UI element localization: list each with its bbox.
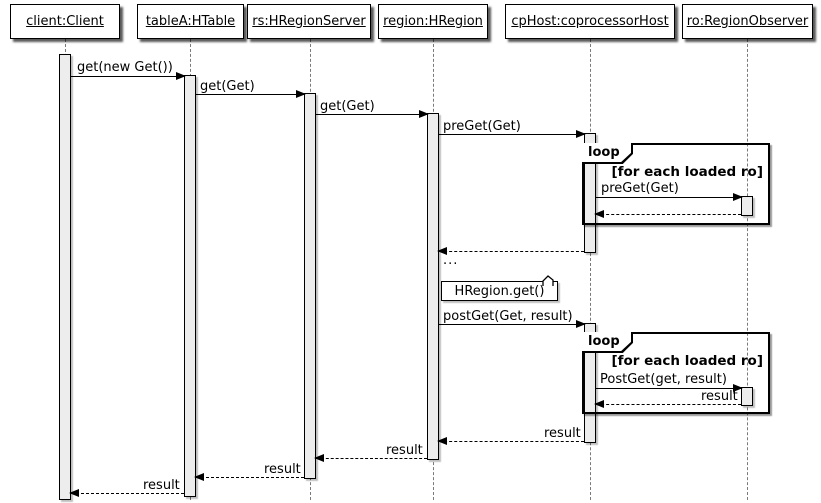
loop-frame-1: loop [for each loaded ro] <box>582 143 770 225</box>
message-label: get(Get) <box>200 79 255 94</box>
message-label: result <box>701 389 738 404</box>
message-arrow-preGet-ro <box>596 193 743 201</box>
arrowhead-icon <box>576 130 586 138</box>
return-arrow-result <box>437 437 584 445</box>
lifeline-ro <box>747 39 748 500</box>
message-arrow-PostGet-ro <box>596 384 743 392</box>
note-hregion-get: HRegion.get() <box>441 275 558 301</box>
ellipsis-divider: ... <box>443 253 459 268</box>
arrowhead-icon <box>176 72 186 80</box>
arrowhead-icon <box>69 489 79 497</box>
lifeline-cpHost <box>590 39 591 500</box>
loop-tab-icon: loop <box>582 332 633 353</box>
participant-tableA-label: tableA:HTable <box>145 14 236 29</box>
message-label: preGet(Get) <box>443 119 521 134</box>
participant-region: region:HRegion <box>378 4 488 39</box>
arrowhead-icon <box>733 193 743 201</box>
participant-cpHost-label: cpHost:coprocessorHost <box>511 14 669 29</box>
message-arrow-get-new-get <box>71 72 186 80</box>
message-label: result <box>544 426 581 441</box>
arrowhead-icon <box>194 473 204 481</box>
loop-tab-icon: loop <box>582 143 633 164</box>
message-label: get(new Get()) <box>77 60 173 75</box>
participant-ro-label: ro:RegionObserver <box>686 14 809 29</box>
return-arrow <box>437 247 584 255</box>
message-label: result <box>264 462 301 477</box>
return-arrow <box>594 210 741 218</box>
return-arrow-result <box>194 473 304 481</box>
loop-condition: [for each loaded ro] <box>611 164 763 180</box>
arrowhead-icon <box>437 437 447 445</box>
loop-keyword: loop <box>582 332 631 351</box>
participant-client: client:Client <box>10 4 120 39</box>
note-text: HRegion.get() <box>454 283 545 299</box>
return-arrow-result <box>314 454 427 462</box>
message-arrow-postGet <box>439 320 586 328</box>
message-arrow-preGet <box>439 130 586 138</box>
loop-condition: [for each loaded ro] <box>611 353 763 369</box>
participant-rs: rs:HRegionServer <box>247 4 371 39</box>
arrowhead-icon <box>419 110 429 118</box>
message-label: get(Get) <box>320 99 375 114</box>
arrowhead-icon <box>314 454 324 462</box>
participant-client-label: client:Client <box>26 14 104 29</box>
participant-rs-label: rs:HRegionServer <box>252 14 366 29</box>
arrowhead-icon <box>437 247 447 255</box>
arrowhead-icon <box>576 320 586 328</box>
participant-cpHost: cpHost:coprocessorHost <box>505 4 675 39</box>
activation-tableA <box>184 75 196 497</box>
message-arrow-get <box>196 90 306 98</box>
return-arrow-result <box>594 400 741 408</box>
activation-ro-1 <box>741 196 753 216</box>
arrowhead-icon <box>594 400 604 408</box>
message-label: preGet(Get) <box>601 181 679 196</box>
note-fold-icon <box>542 275 555 291</box>
activation-region <box>427 113 439 460</box>
activation-rs <box>304 93 316 479</box>
return-arrow-result <box>69 489 184 497</box>
message-label: result <box>143 478 180 493</box>
activation-client <box>59 54 71 500</box>
participant-tableA: tableA:HTable <box>137 4 244 39</box>
message-label: PostGet(get, result) <box>600 372 727 387</box>
loop-frame-2: loop [for each loaded ro] <box>582 332 770 414</box>
participant-region-label: region:HRegion <box>383 14 483 29</box>
arrowhead-icon <box>594 210 604 218</box>
message-label: postGet(Get, result) <box>443 309 573 324</box>
activation-ro-2 <box>741 387 753 406</box>
arrowhead-icon <box>296 90 306 98</box>
message-label: result <box>386 443 423 458</box>
loop-keyword: loop <box>582 143 631 162</box>
message-arrow-get <box>316 110 429 118</box>
participant-ro: ro:RegionObserver <box>682 4 813 39</box>
arrowhead-icon <box>733 384 743 392</box>
